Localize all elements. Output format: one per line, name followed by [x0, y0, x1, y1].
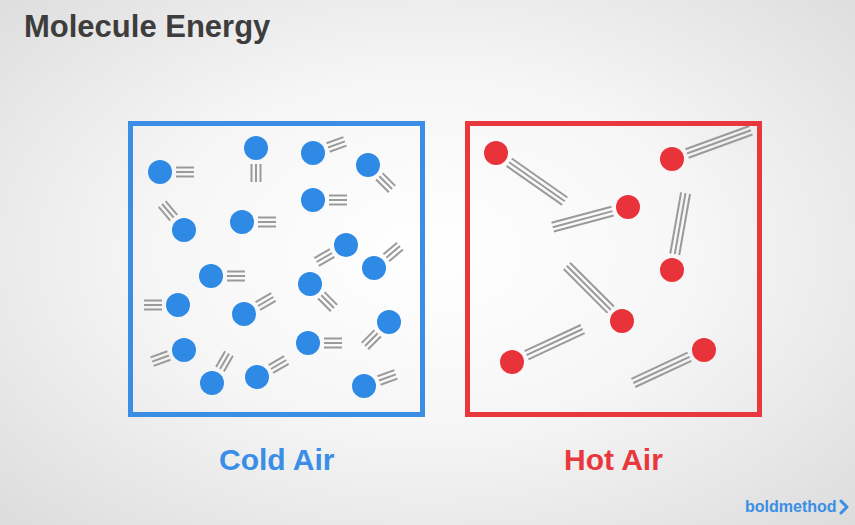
cold-molecule — [159, 201, 196, 242]
hot-molecule — [552, 195, 641, 232]
box-caption: Hot Air — [564, 443, 663, 477]
hot-molecule — [564, 263, 634, 333]
cold-molecule — [362, 243, 403, 280]
box-outline — [465, 121, 762, 417]
cold-molecule — [230, 210, 276, 234]
cold-molecule — [148, 160, 194, 184]
cold-molecule — [352, 370, 398, 398]
cold-molecule — [362, 310, 401, 349]
hot-molecule — [660, 192, 690, 282]
watermark-chevron — [841, 501, 847, 513]
cold-molecule — [245, 356, 289, 389]
hot-molecule — [660, 126, 753, 171]
watermark: boldmethod — [745, 498, 837, 516]
cold-molecule — [244, 136, 268, 182]
box-caption: Cold Air — [219, 443, 335, 477]
box-outline — [128, 121, 425, 417]
cold-molecule — [314, 233, 358, 266]
hot-air-box: Hot Air — [465, 121, 762, 487]
cold-molecule — [144, 293, 190, 317]
cold-molecule — [298, 272, 337, 311]
cold-molecule — [301, 137, 347, 165]
cold-molecule — [296, 331, 342, 355]
cold-molecule — [356, 153, 395, 192]
cold-molecule — [199, 264, 245, 288]
cold-molecule — [301, 188, 347, 212]
cold-air-box: Cold Air — [128, 121, 425, 487]
cold-molecule — [232, 293, 276, 326]
cold-molecule — [200, 351, 233, 395]
hot-molecule — [500, 325, 585, 374]
diagram-title: Molecule Energy — [24, 9, 270, 45]
hot-molecule — [631, 338, 716, 387]
hot-molecule — [484, 141, 567, 205]
cold-molecule — [151, 338, 197, 366]
